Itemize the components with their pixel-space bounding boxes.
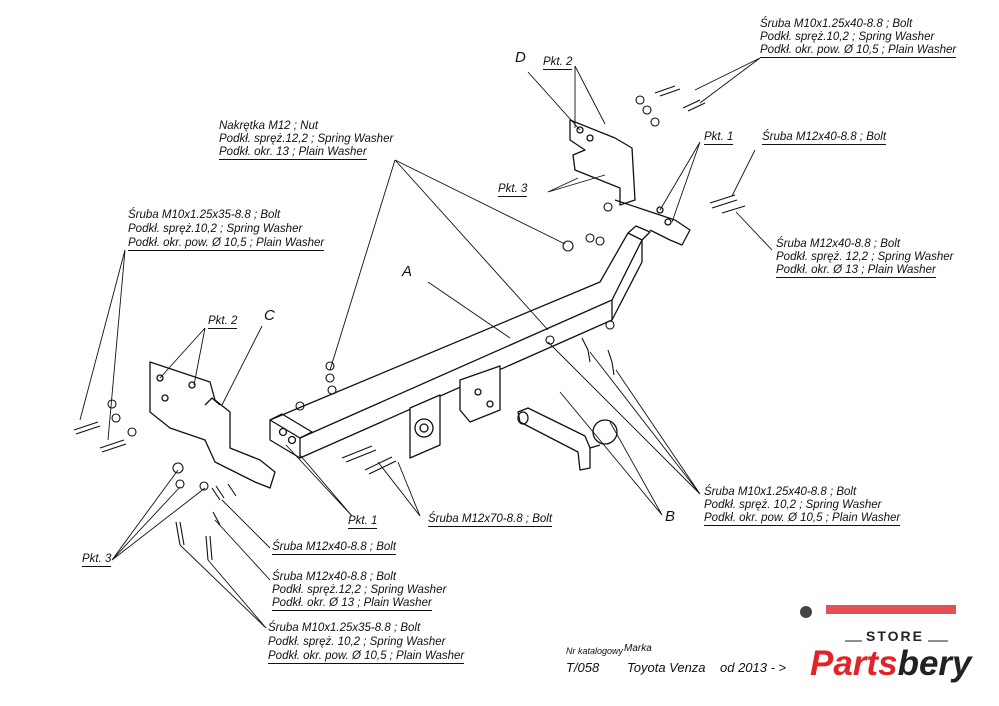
callout-nut-3: Podkł. okr. 13 ; Plain Washer [219,146,367,160]
callout-bottom-m10-2: Podkł. spręż. 10,2 ; Spring Washer [268,636,446,648]
pkt3-top: Pkt. 3 [498,183,528,197]
callout-right-set-1: Śruba M12x40-8.8 ; Bolt [776,238,901,250]
callout-top-right-2: Podkł. spręż.10,2 ; Spring Washer [760,31,935,43]
catalog-label: Nr katalogowy [566,646,624,656]
callout-bottom-set-3: Podkł. okr. Ø 13 ; Plain Washer [272,597,432,611]
callout-bottom-m10-1: Śruba M10x1.25x35-8.8 ; Bolt [268,622,421,634]
pkt1-bottom: Pkt. 1 [348,515,378,529]
callout-bottom-m10-3: Podkł. okr. pow. Ø 10,5 ; Plain Washer [268,650,465,664]
watermark-store: STORE [866,628,924,644]
callout-bottom-right-1: Śruba M10x1.25x40-8.8 ; Bolt [704,486,857,498]
catalog-number: T/058 [566,660,600,675]
hitch-plate [409,365,501,459]
crossbar-a [269,225,651,459]
callout-right-set-2: Podkł. spręż. 12,2 ; Spring Washer [776,251,954,263]
callout-m12x70: Śruba M12x70-8.8 ; Bolt [428,513,553,527]
pkt2-left: Pkt. 2 [208,315,238,329]
year-value: od 2013 - > [720,660,787,675]
watermark-bery: bery [897,644,972,683]
bracket-c [149,361,276,489]
callout-nut-1: Nakrętka M12 ; Nut [219,120,319,132]
fasteners [73,85,746,561]
label-c: C [264,307,275,324]
pkt2-top: Pkt. 2 [543,56,573,70]
leader-lines [79,57,773,629]
brand-value: Toyota Venza [627,660,706,675]
callout-bottom-m12x40: Śruba M12x40-8.8 ; Bolt [272,541,397,555]
watermark-parts: Parts [810,644,898,683]
brand-label: Marka [624,643,652,654]
label-d: D [515,49,526,66]
callout-bottom-right-2: Podkł. spręż. 10,2 ; Spring Washer [704,499,882,511]
label-b: B [665,508,676,525]
callout-right-m12: Śruba M12x40-8.8 ; Bolt [762,131,887,145]
callout-bottom-set-2: Podkł. spręż.12,2 ; Spring Washer [272,584,447,596]
callout-left-3: Podkł. okr. pow. Ø 10,5 ; Plain Washer [128,237,325,251]
callout-nut-2: Podkł. spręż.12,2 ; Spring Washer [219,133,394,145]
pkt3-left: Pkt. 3 [82,553,112,567]
bracket-d [569,119,691,246]
callout-left-1: Śruba M10x1.25x35-8.8 ; Bolt [128,209,281,221]
ball-neck-b [517,407,618,471]
callout-left-2: Podkł. spręż.10,2 ; Spring Washer [128,223,303,235]
callout-top-right-3: Podkł. okr. pow. Ø 10,5 ; Plain Washer [760,44,957,58]
callout-bottom-right-3: Podkł. okr. pow. Ø 10,5 ; Plain Washer [704,512,901,526]
callout-top-right-1: Śruba M10x1.25x40-8.8 ; Bolt [760,18,913,30]
label-a: A [402,263,413,280]
callout-right-set-3: Podkł. okr. Ø 13 ; Plain Washer [776,264,936,278]
callout-bottom-set-1: Śruba M12x40-8.8 ; Bolt [272,571,397,583]
watermark-logo: Partsbery [810,646,972,682]
pkt1-top: Pkt. 1 [704,131,734,145]
